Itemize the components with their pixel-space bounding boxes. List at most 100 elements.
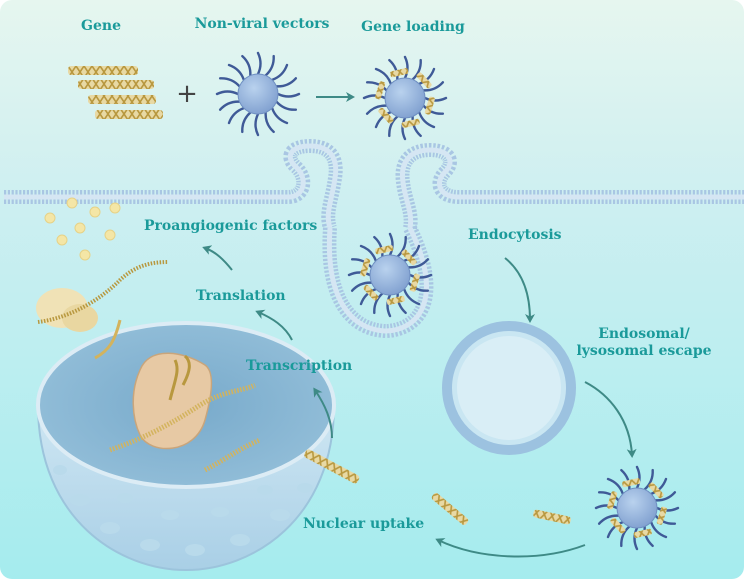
label-proangiogenic-factors: Proangiogenic factors xyxy=(144,218,318,234)
vector-tail xyxy=(218,77,241,88)
loaded-gene xyxy=(648,482,664,499)
loaded-gene xyxy=(622,478,641,488)
vector-tail xyxy=(365,81,388,92)
vector-tail xyxy=(275,77,298,88)
vector-tail xyxy=(643,468,654,491)
vector-tail xyxy=(422,81,445,92)
vector-core xyxy=(369,254,411,296)
loaded-gene xyxy=(424,96,435,115)
label-escape-1: Endosomal/ xyxy=(598,326,690,342)
released-gene-1 xyxy=(431,493,469,525)
loaded-gene xyxy=(360,258,371,277)
loaded-gene xyxy=(390,68,409,78)
vector-tail xyxy=(597,514,620,525)
label-translation: Translation xyxy=(196,288,286,304)
vector-tail xyxy=(386,293,392,318)
vector-endocytosed xyxy=(347,232,433,318)
vector-tail xyxy=(388,232,394,257)
loaded-gene xyxy=(656,506,667,525)
vector-escaped xyxy=(594,465,680,551)
vector-tail xyxy=(276,92,301,98)
vector-core xyxy=(237,73,279,115)
vector-tail xyxy=(256,51,262,76)
vector-tail xyxy=(275,100,298,111)
vector-tail xyxy=(373,292,384,315)
released-gene-2 xyxy=(533,509,571,525)
vector-tail xyxy=(620,468,631,491)
vector-loaded xyxy=(362,55,448,141)
vector-tail xyxy=(227,106,246,125)
vector-tail xyxy=(215,90,240,96)
vector-tail xyxy=(374,67,393,86)
vector-tail xyxy=(264,111,275,134)
loaded-gene xyxy=(401,118,420,128)
vector-tail xyxy=(411,58,422,81)
vector-tail xyxy=(388,115,399,138)
vector-tail xyxy=(643,525,654,548)
nuclear-pores xyxy=(53,465,313,556)
vector-tail xyxy=(359,244,378,263)
vector-tail xyxy=(407,258,430,269)
label-gene: Gene xyxy=(81,18,121,34)
vector-tail xyxy=(606,477,625,496)
vector-tail xyxy=(373,235,384,258)
label-nuclear-uptake: Nuclear uptake xyxy=(303,516,425,532)
cell-membrane xyxy=(4,138,744,339)
gene-strands xyxy=(68,66,163,119)
loaded-gene xyxy=(409,273,420,292)
nucleus xyxy=(36,321,336,572)
vector-tail xyxy=(241,54,252,77)
vector-tail xyxy=(635,465,641,490)
vector-tail xyxy=(362,94,387,100)
loaded-gene xyxy=(375,245,394,255)
loaded-gene xyxy=(401,249,417,266)
vector-tail xyxy=(402,287,421,306)
loaded-gene xyxy=(375,81,386,100)
process-arrows xyxy=(202,245,637,558)
label-endocytosis: Endocytosis xyxy=(468,227,562,243)
loaded-gene xyxy=(607,491,618,510)
vector-tail xyxy=(417,110,436,129)
vector-tail xyxy=(654,514,677,525)
label-gene-loading: Gene loading xyxy=(361,19,465,35)
entering-gene-strand xyxy=(304,449,360,484)
loaded-gene xyxy=(363,284,379,301)
loaded-gene xyxy=(416,72,432,89)
vector-tail xyxy=(270,106,289,125)
vector-tail xyxy=(620,525,631,548)
vector-tail xyxy=(606,520,625,539)
vector-tail xyxy=(403,55,409,80)
vector-tail xyxy=(365,104,388,115)
vector-tail xyxy=(633,526,639,551)
vector-tail xyxy=(388,58,399,81)
vector-tail xyxy=(350,258,373,269)
vector-tail xyxy=(270,63,289,82)
label-transcription: Transcription xyxy=(246,358,353,374)
loaded-gene xyxy=(610,517,626,534)
vector-core xyxy=(616,487,658,529)
vector-tail xyxy=(417,67,436,86)
vector-tail xyxy=(649,477,668,496)
vector-tail xyxy=(654,491,677,502)
ribosome-translation xyxy=(36,260,169,360)
loaded-gene xyxy=(633,528,652,538)
vector-tail xyxy=(407,281,430,292)
vector-tail xyxy=(655,506,680,512)
factor-dots xyxy=(44,197,121,261)
vector-tail xyxy=(649,520,668,539)
vector-tail xyxy=(374,110,393,129)
loaded-gene xyxy=(378,107,394,124)
vector-tail xyxy=(597,491,620,502)
vector-tail xyxy=(227,63,246,82)
vector-tail xyxy=(396,235,407,258)
endosome xyxy=(442,321,576,455)
vector-tail xyxy=(402,244,421,263)
vector-tail xyxy=(347,271,372,277)
vector-tail xyxy=(264,54,275,77)
vector-tail xyxy=(254,112,260,137)
vector-tail xyxy=(594,504,619,510)
vector-tail xyxy=(241,111,252,134)
plus-sign: + xyxy=(176,79,198,109)
